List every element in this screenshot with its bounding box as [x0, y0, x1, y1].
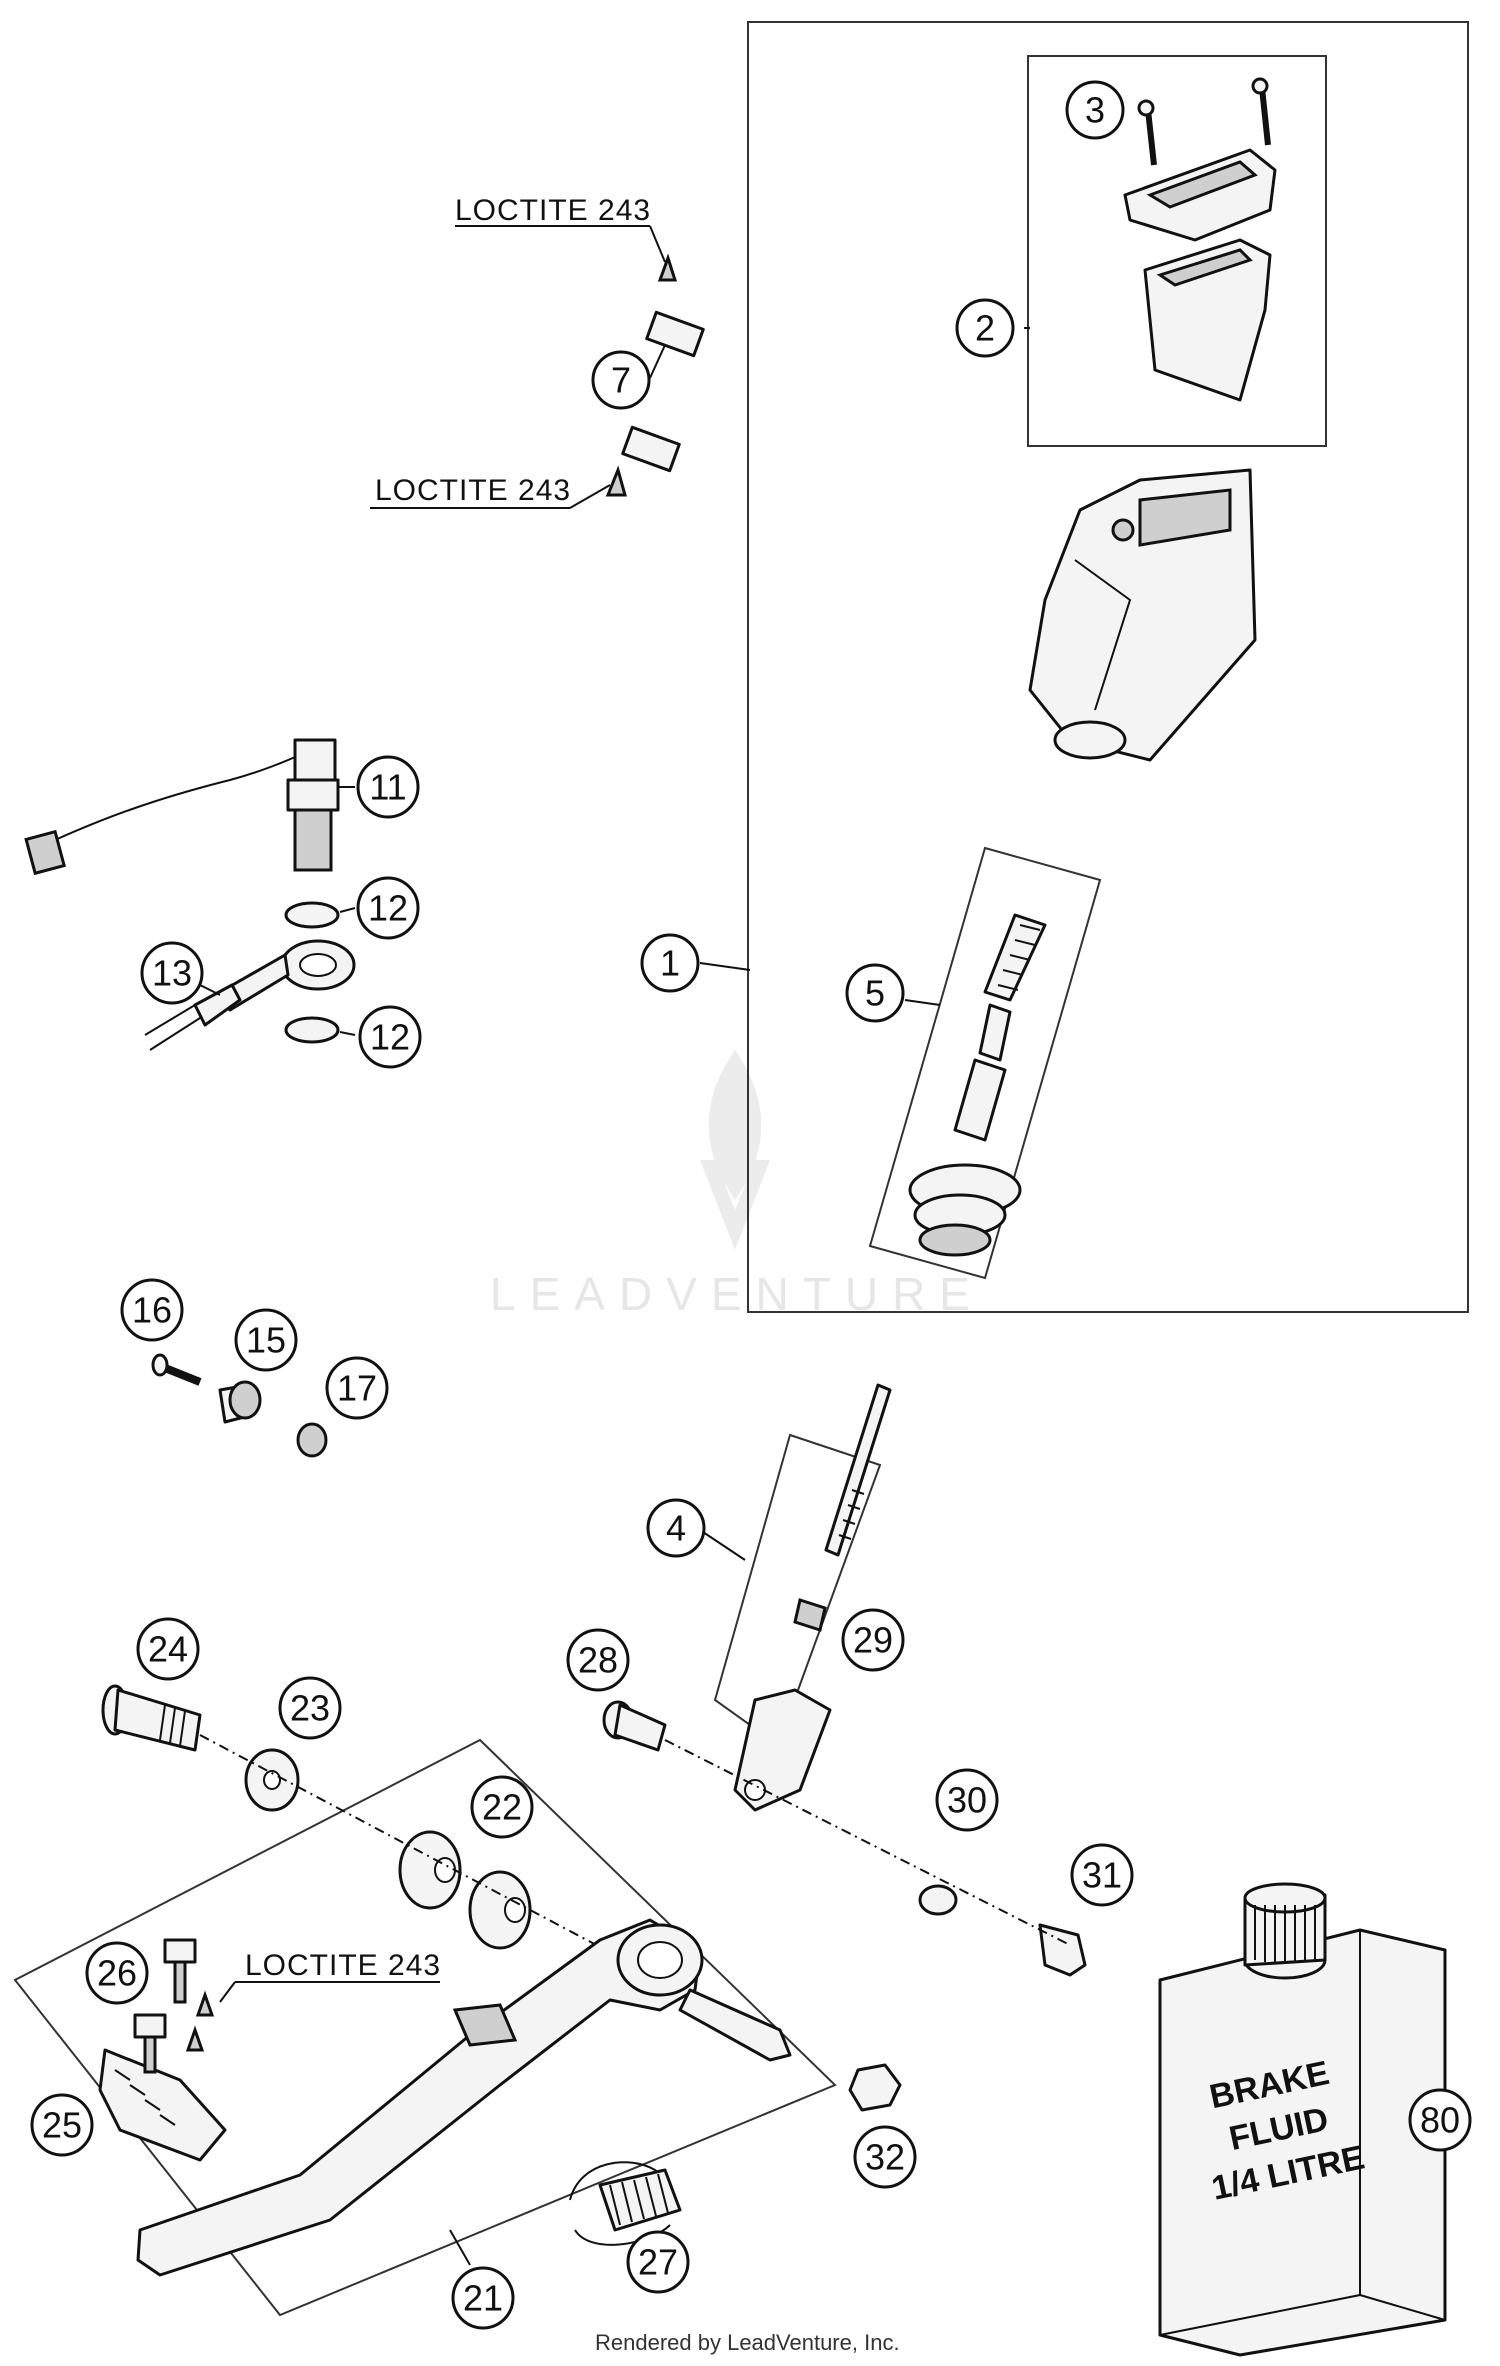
- callout-12-upper: 12: [356, 876, 420, 940]
- pivot-pin: [602, 1700, 667, 1752]
- callout-17: 17: [325, 1356, 389, 1420]
- brake-pedal-lever: [136, 1918, 792, 2277]
- master-cylinder-group-box: [747, 21, 1469, 1313]
- callout-1: 1: [640, 933, 700, 993]
- svg-text:31: 31: [1082, 1855, 1122, 1896]
- svg-text:7: 7: [611, 360, 631, 401]
- svg-text:11: 11: [369, 767, 406, 808]
- callout-22: 22: [470, 1775, 534, 1839]
- sealing-washer-lower: [284, 1016, 340, 1044]
- callout-80: 80: [1408, 2088, 1472, 2152]
- cover-screws: [1137, 77, 1271, 166]
- svg-text:21: 21: [463, 2278, 503, 2319]
- pedal-tip-bolts: [133, 1938, 215, 2074]
- svg-text:12: 12: [370, 1017, 410, 1058]
- callout-16: 16: [120, 1278, 184, 1342]
- svg-text:3: 3: [1085, 90, 1105, 131]
- svg-text:13: 13: [152, 953, 192, 994]
- reservoir-cover: [1123, 148, 1277, 402]
- callout-7: 7: [591, 350, 651, 410]
- svg-text:30: 30: [947, 1780, 987, 1821]
- pivot-washer: [918, 1884, 958, 1916]
- callout-32: 32: [853, 2125, 917, 2189]
- svg-text:12: 12: [368, 888, 408, 929]
- callout-31: 31: [1070, 1843, 1134, 1907]
- callout-25: 25: [30, 2093, 94, 2157]
- piston-kit: [908, 913, 1047, 1257]
- mounting-bolts: [605, 253, 705, 497]
- reservoir-cover-group-box: [1027, 55, 1327, 447]
- svg-text:22: 22: [482, 1787, 522, 1828]
- pivot-bolt: [101, 1684, 202, 1752]
- callout-26: 26: [85, 1941, 149, 2005]
- sealing-washer-upper: [284, 901, 340, 929]
- svg-text:17: 17: [337, 1368, 377, 1409]
- brake-pedal-tip: [98, 2048, 227, 2162]
- callout-5: 5: [845, 963, 905, 1023]
- loctite-label-1: LOCTITE 243: [455, 194, 651, 227]
- piston-kit-box: [868, 846, 1102, 1280]
- svg-text:2: 2: [975, 308, 995, 349]
- brake-light-switch: [24, 738, 340, 876]
- callout-27: 27: [626, 2230, 690, 2294]
- svg-text:4: 4: [666, 1508, 686, 1549]
- svg-text:29: 29: [853, 1620, 893, 1661]
- callout-21: 21: [451, 2266, 515, 2330]
- watermark-flame-logo: [700, 1050, 770, 1250]
- brake-fluid-can: BRAKE FLUID 1/4 LITRE: [1158, 1882, 1447, 2357]
- svg-text:24: 24: [148, 1629, 188, 1670]
- loctite-label-3: LOCTITE 243: [245, 1949, 441, 1982]
- callout-11: 11: [356, 755, 420, 819]
- svg-text:16: 16: [132, 1290, 172, 1331]
- master-cylinder-body: [1028, 468, 1257, 762]
- lever-bushings: [398, 1830, 532, 1950]
- callout-12-lower: 12: [358, 1005, 422, 1069]
- svg-text:80: 80: [1420, 2100, 1460, 2141]
- svg-text:28: 28: [578, 1640, 618, 1681]
- svg-text:27: 27: [638, 2242, 678, 2283]
- svg-text:26: 26: [97, 1953, 137, 1994]
- callout-13: 13: [140, 941, 204, 1005]
- loctite-label-2: LOCTITE 243: [375, 474, 571, 507]
- svg-text:15: 15: [246, 1320, 286, 1361]
- callout-29: 29: [841, 1608, 905, 1672]
- brake-hose-banjo: [144, 939, 356, 1051]
- svg-text:23: 23: [290, 1688, 330, 1729]
- footer-credit: Rendered by LeadVenture, Inc.: [595, 2330, 900, 2355]
- callout-15: 15: [234, 1308, 298, 1372]
- callout-2: 2: [955, 298, 1015, 358]
- leader-lines: [179, 327, 1030, 2266]
- callout-28: 28: [566, 1628, 630, 1692]
- svg-text:25: 25: [42, 2105, 82, 2146]
- callout-3: 3: [1065, 80, 1125, 140]
- svg-text:32: 32: [865, 2137, 905, 2178]
- svg-text:1: 1: [660, 943, 680, 984]
- brake-lever-group-box: [13, 1738, 837, 2317]
- return-spring: [569, 2161, 682, 2246]
- svg-text:5: 5: [865, 973, 885, 1014]
- bushing-screw-set: [151, 1353, 328, 1458]
- callout-24: 24: [136, 1617, 200, 1681]
- pivot-axis-line: [664, 1739, 1071, 1946]
- lever-nut: [848, 2063, 902, 2112]
- callout-23: 23: [278, 1676, 342, 1740]
- callout-30: 30: [935, 1768, 999, 1832]
- callout-4: 4: [646, 1498, 706, 1558]
- push-rod-assembly: [733, 1383, 892, 1812]
- split-pin-clip: [1038, 1923, 1087, 1977]
